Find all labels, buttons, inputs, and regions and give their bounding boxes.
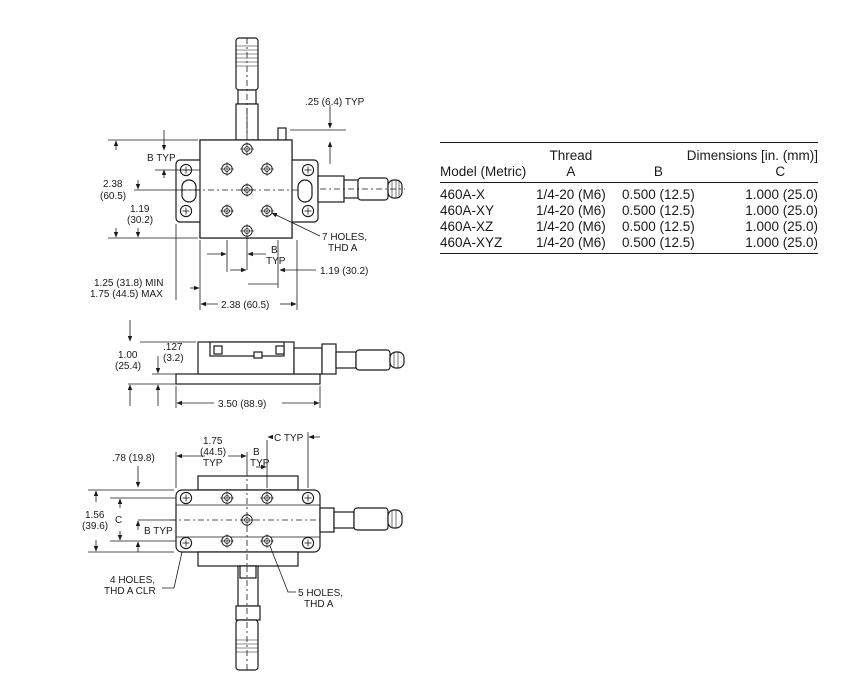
holes-5-line1: 5 HOLES,: [298, 588, 343, 599]
dim-025-typ: .25 (6.4) TYP: [305, 97, 365, 108]
holes-7-line2: THD A: [328, 243, 358, 254]
header-c: C: [702, 164, 818, 183]
holes-4-line2: THD A CLR: [104, 586, 156, 597]
dim-c-typ: C TYP: [274, 433, 304, 444]
micrometer-top-icon: [235, 37, 259, 141]
holes-7-line1: 7 HOLES,: [322, 232, 367, 243]
holes-4-line1: 4 HOLES,: [110, 575, 155, 586]
header-model: Model (Metric): [440, 164, 528, 183]
table-header-columns: Model (Metric) A B C: [440, 164, 818, 183]
micrometer-bottom-icon: [235, 565, 261, 672]
top-view: .25 (6.4) TYP 2.38 (60.5) B TYP 1.19 (30…: [90, 37, 405, 311]
dim-175-mm: (44.5): [200, 447, 226, 458]
dim-156-in: 1.56: [85, 510, 105, 521]
dim-max: 1.75 (44.5) MAX: [90, 289, 163, 300]
dim-156-mm: (39.6): [82, 521, 108, 532]
dimensions-table: Thread Dimensions [in. (mm)] Model (Metr…: [440, 142, 818, 254]
dim-119-in: 1.19: [130, 204, 150, 215]
dim-typ-1: TYP: [203, 458, 223, 469]
dim-127-in: .127: [163, 342, 183, 353]
dim-typ-2: TYP: [250, 458, 270, 469]
front-view: .78 (19.8) 1.75 (44.5) TYP B TYP C TYP 1…: [82, 432, 403, 672]
dim-len-350: 3.50 (88.9): [218, 399, 266, 410]
dim-119-right: 1.19 (30.2): [320, 266, 368, 277]
dim-238-mm: (60.5): [100, 191, 126, 202]
dim-119-mm: (30.2): [127, 215, 153, 226]
dim-b-front: B: [253, 447, 260, 458]
header-b: B: [614, 164, 703, 183]
dim-078: .78 (19.8): [112, 453, 155, 464]
dim-175-in: 1.75: [203, 436, 223, 447]
table-row: 460A-XY 1/4-20 (M6) 0.500 (12.5) 1.000 (…: [440, 203, 818, 218]
dim-238-in: 2.38: [103, 179, 123, 190]
dim-typ-label: TYP: [266, 256, 286, 267]
table-row: 460A-XYZ 1/4-20 (M6) 0.500 (12.5) 1.000 …: [440, 235, 818, 254]
header-a: A: [527, 164, 615, 183]
dim-b-typ-front: B TYP: [144, 526, 173, 537]
header-dimensions: Dimensions [in. (mm)]: [614, 142, 818, 164]
holes-5-line2: THD A: [304, 599, 334, 610]
dim-c-label: C: [115, 515, 122, 526]
dim-b-label: B: [271, 245, 278, 256]
micrometer-right-icon: [317, 175, 405, 203]
dim-b-typ-top: B TYP: [147, 153, 176, 164]
dim-127-mm: (3.2): [163, 353, 184, 364]
side-view: 1.00 (25.4) .127 (3.2) 3.50 (88.9): [115, 320, 405, 410]
header-thread: Thread: [527, 142, 615, 164]
table-row: 460A-X 1/4-20 (M6) 0.500 (12.5) 1.000 (2…: [440, 187, 818, 202]
table-header-top: Thread Dimensions [in. (mm)]: [440, 142, 818, 164]
dim-100-in: 1.00: [118, 350, 138, 361]
dim-width-238: 2.38 (60.5): [221, 300, 269, 311]
dim-100-mm: (25.4): [115, 361, 141, 372]
table-row: 460A-XZ 1/4-20 (M6) 0.500 (12.5) 1.000 (…: [440, 219, 818, 234]
dim-min: 1.25 (31.8) MIN: [94, 278, 163, 289]
